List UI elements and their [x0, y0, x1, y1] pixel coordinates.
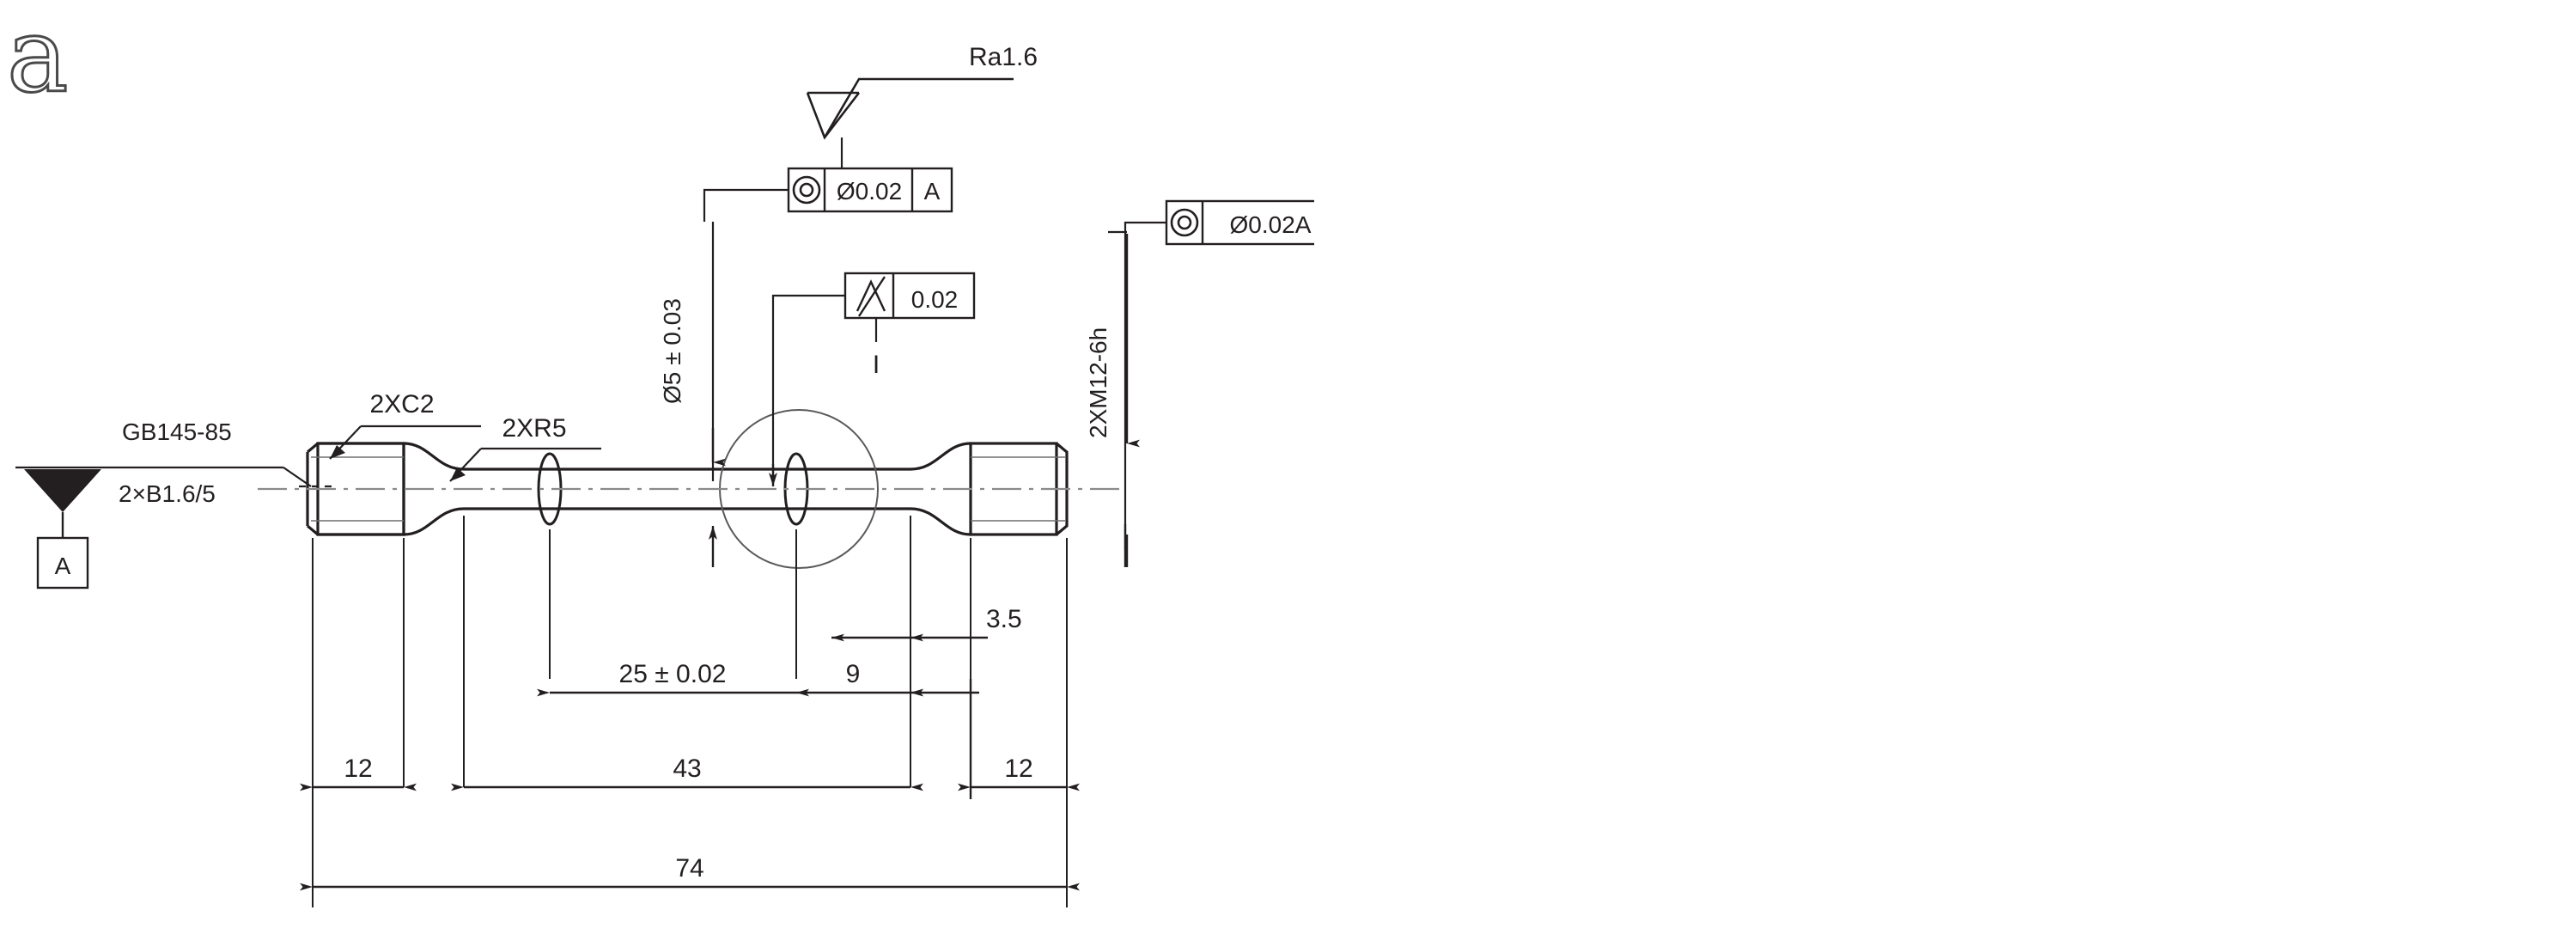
tolerance-frame-concentricity-right — [1124, 199, 1314, 567]
thread-dim — [1108, 230, 1140, 567]
dim-segments-row — [300, 679, 1080, 799]
detail-label-I: I — [873, 351, 880, 379]
datum-letter-A: A — [55, 553, 71, 579]
tolerance-frame-concentricity-top — [703, 167, 953, 222]
dim-gauge-length-label: 25 ± 0.02 — [619, 660, 727, 688]
engineering-drawing: GB145-85 2×B1.6/5 A 2XC2 2XR5 Ø5 ± 0.03 … — [15, 43, 1314, 907]
dim-thread-left-label: 12 — [344, 755, 372, 783]
note-center-hole: 2×B1.6/5 — [119, 480, 216, 507]
panel-b-photograph: b 12345678910111213 — [1314, 0, 2576, 947]
dim-middle-span-label: 43 — [673, 755, 701, 783]
chamfer-leader — [329, 425, 481, 460]
dim-overall-label: 74 — [675, 854, 703, 883]
fillet-leader — [449, 447, 601, 482]
dim-diameter: Ø5 ± 0.03 — [659, 298, 685, 404]
tolerance-value-top: Ø0.02 — [837, 178, 902, 205]
dim-collar-width-label: 3.5 — [986, 605, 1022, 633]
note-standard: GB145-85 — [122, 419, 232, 445]
tolerance-value-angularity: 0.02 — [911, 286, 959, 313]
callout-thread: 2XM12-6h — [1085, 327, 1111, 438]
drawing-canvas: GB145-85 2×B1.6/5 A 2XC2 2XR5 Ø5 ± 0.03 … — [15, 43, 1314, 907]
panel-label-a: a — [6, 0, 70, 116]
panel-a-drawing: a — [6, 0, 1314, 907]
tolerance-datum-top: A — [924, 178, 941, 205]
datum-triangle-icon — [24, 469, 101, 538]
dim-thread-right-label: 12 — [1004, 755, 1032, 783]
dim-collar-spacing-label: 9 — [846, 660, 861, 688]
surface-roughness-symbol — [806, 77, 1014, 168]
callout-fillet: 2XR5 — [502, 414, 566, 443]
diameter-dim — [709, 222, 726, 567]
datum-leader — [15, 466, 335, 488]
surface-finish-label: Ra1.6 — [969, 43, 1038, 71]
tolerance-frame-angularity — [769, 272, 976, 486]
tolerance-value-right: Ø0.02A — [1230, 211, 1312, 238]
datum-box-A — [36, 536, 89, 590]
callout-chamfer: 2XC2 — [369, 390, 434, 419]
